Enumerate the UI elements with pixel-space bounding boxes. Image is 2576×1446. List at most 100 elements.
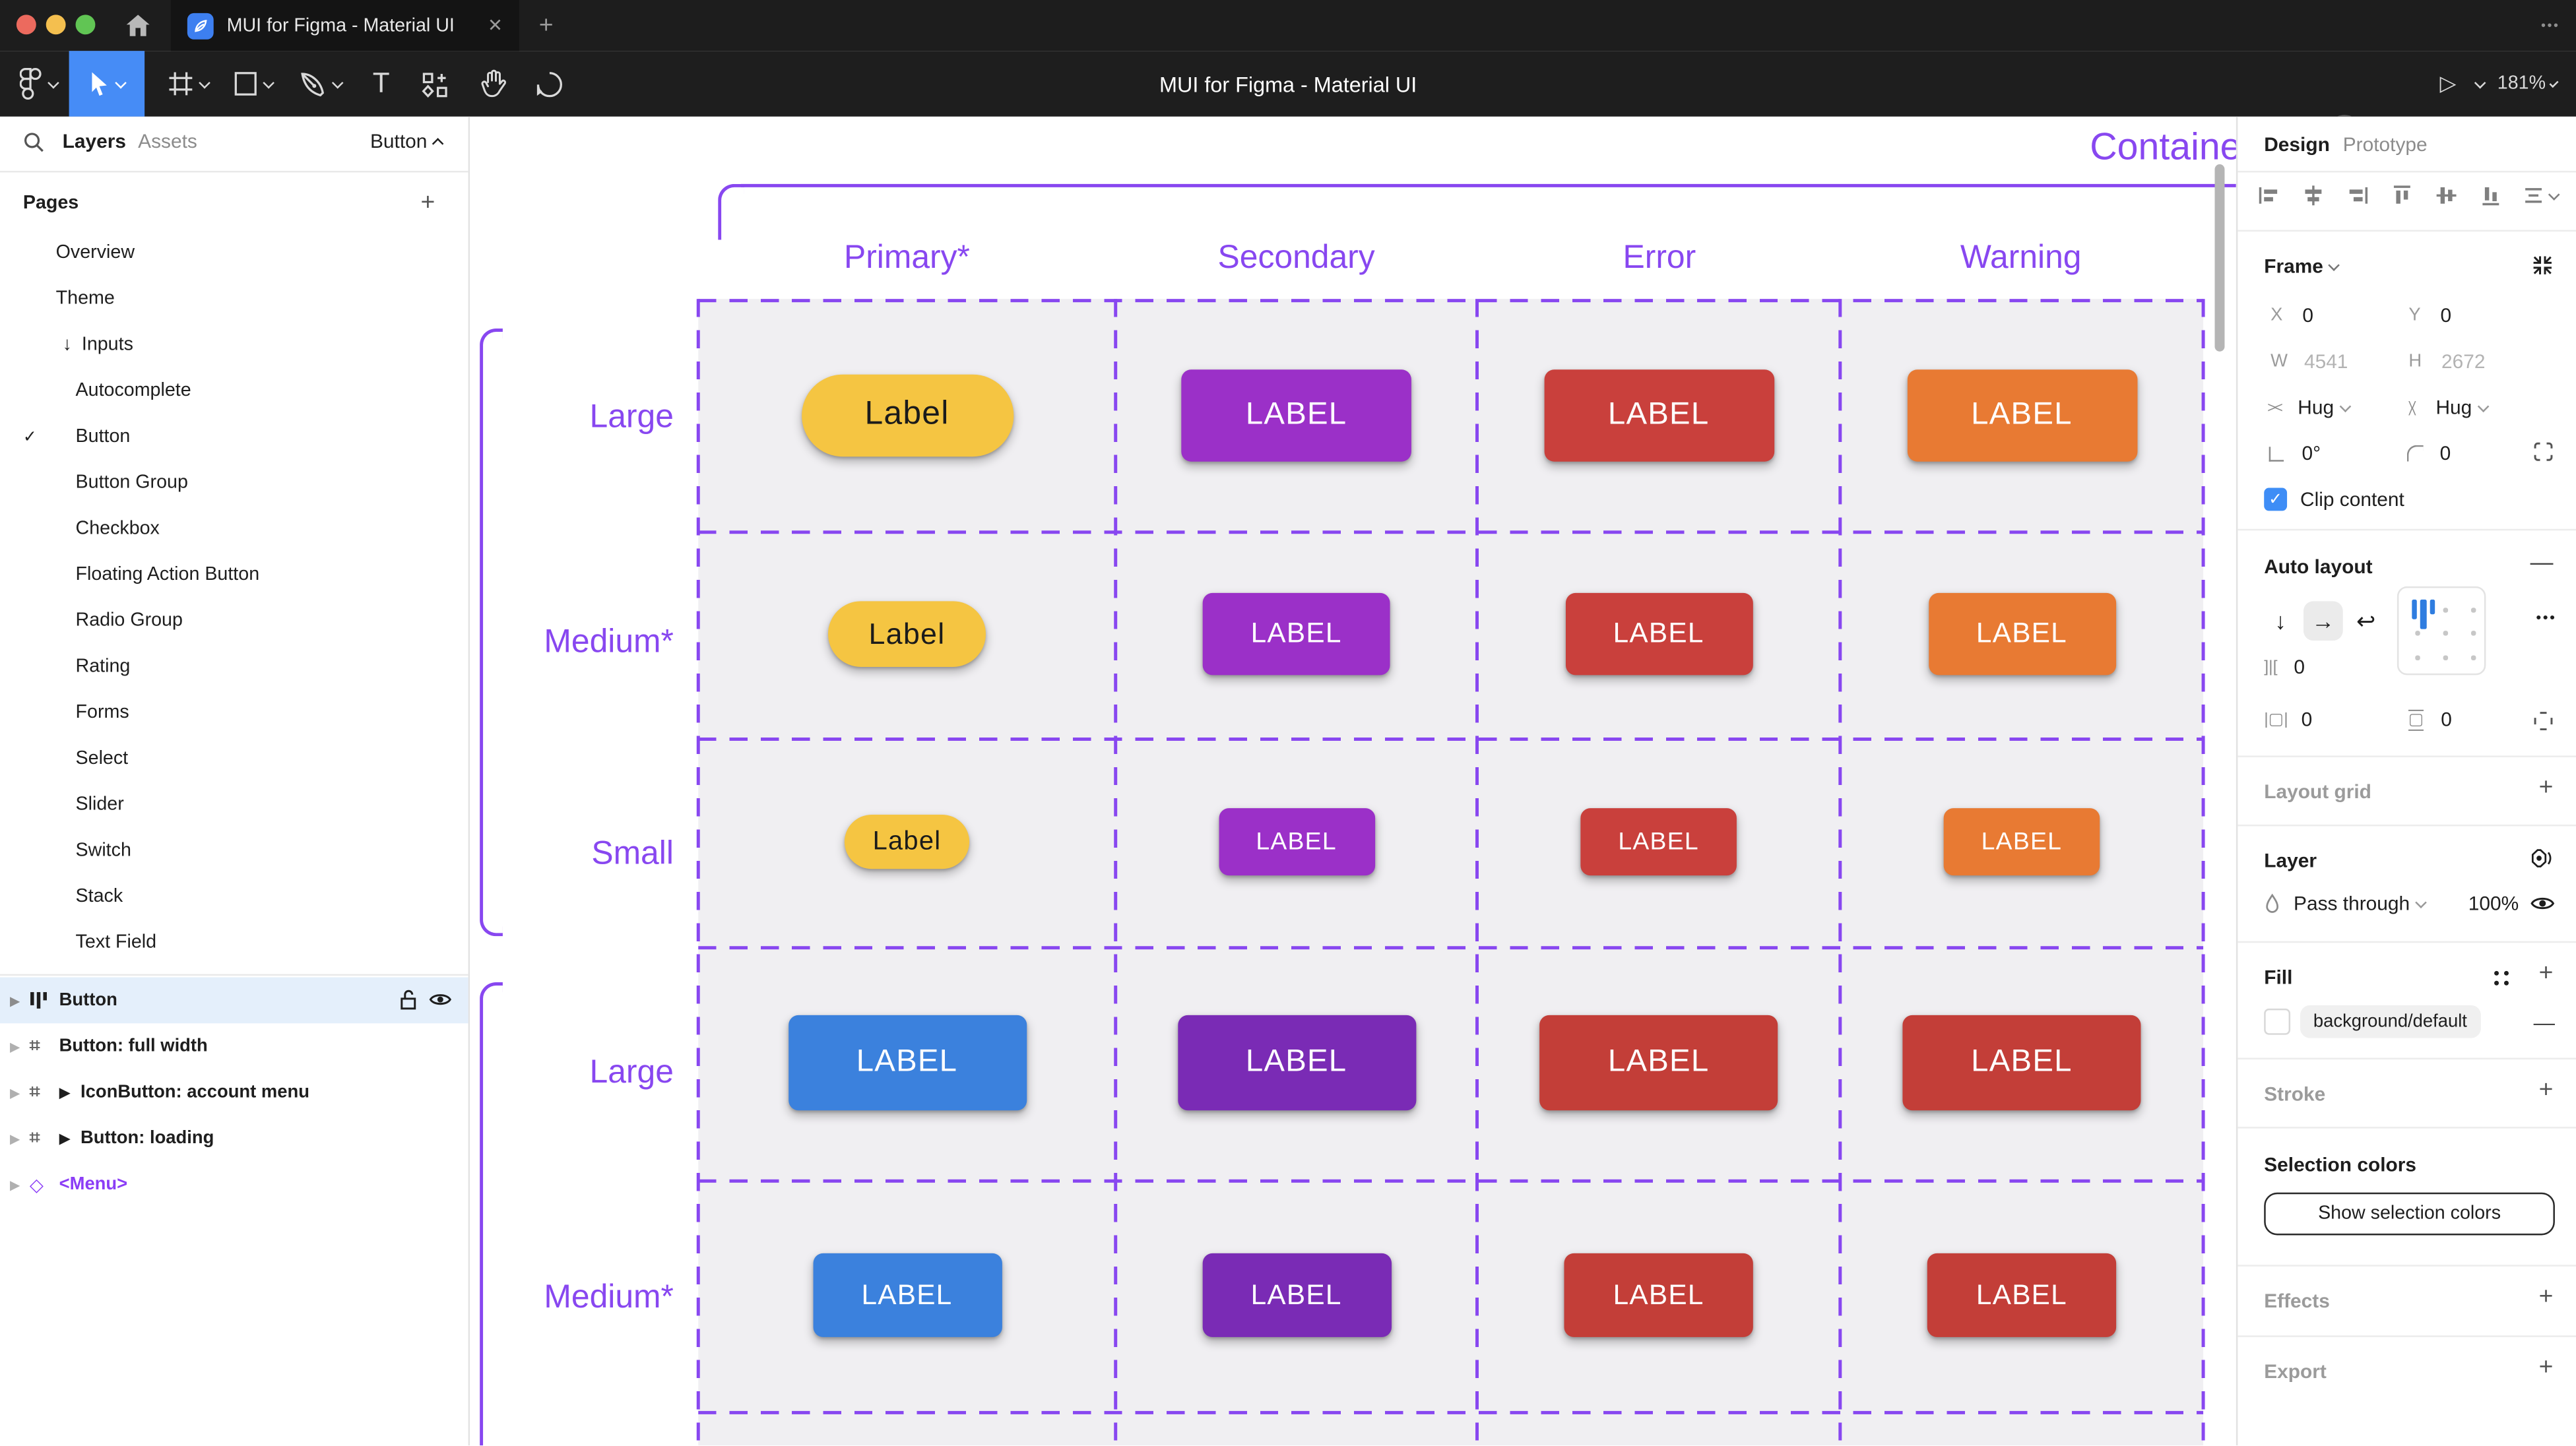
direction-vertical-button[interactable]: ↓ bbox=[2274, 608, 2286, 635]
traffic-light-minimize[interactable] bbox=[46, 15, 66, 35]
page-item-button[interactable]: ✓ Button bbox=[22, 427, 131, 447]
show-selection-colors-button[interactable]: Show selection colors bbox=[2264, 1192, 2555, 1236]
expand-chevron-icon[interactable]: ▶ bbox=[9, 1131, 20, 1146]
button-secondary-small[interactable]: LABEL bbox=[1218, 808, 1374, 876]
button-error-medium[interactable]: LABEL bbox=[1564, 592, 1753, 676]
page-item-button-group[interactable]: Button Group bbox=[75, 473, 188, 493]
button-error-small[interactable]: LABEL bbox=[1580, 808, 1737, 876]
button-primary-large-2[interactable]: LABEL bbox=[787, 1015, 1027, 1111]
button-warning-large-2[interactable]: LABEL bbox=[1902, 1015, 2141, 1111]
canvas[interactable]: Contained Primary* Secondary Error Warni… bbox=[470, 116, 2236, 1446]
page-item-text-field[interactable]: Text Field bbox=[75, 933, 157, 953]
button-warning-small[interactable]: LABEL bbox=[1943, 808, 2100, 876]
shape-tool-button[interactable] bbox=[227, 51, 280, 117]
fill-color-swatch[interactable] bbox=[2264, 1008, 2291, 1035]
align-bottom-icon[interactable] bbox=[2479, 184, 2502, 207]
page-item-overview[interactable]: Overview bbox=[55, 243, 135, 263]
tab-layers[interactable]: Layers bbox=[62, 129, 126, 153]
clip-content-checkbox[interactable]: ✓ bbox=[2264, 487, 2288, 511]
page-selector-dropdown[interactable]: Button bbox=[370, 130, 444, 153]
page-item-theme[interactable]: Theme bbox=[55, 289, 115, 309]
layer-row-button-loading[interactable]: ▶ ⌗ ▶ Button: loading bbox=[9, 1127, 214, 1148]
layer-row-iconbutton-account-menu[interactable]: ▶ ⌗ ▶ IconButton: account menu bbox=[9, 1081, 309, 1102]
align-right-icon[interactable] bbox=[2346, 184, 2369, 207]
frame-title[interactable]: Contained bbox=[2090, 125, 2236, 168]
button-warning-large[interactable]: LABEL bbox=[1906, 369, 2137, 461]
fill-row[interactable]: background/default — bbox=[2264, 1005, 2555, 1038]
auto-layout-more-icon[interactable]: ••• bbox=[2536, 609, 2557, 626]
gap-field[interactable]: ]|[ 0 bbox=[2264, 655, 2305, 679]
page-item-inputs[interactable]: ↓Inputs bbox=[62, 334, 133, 355]
hand-tool-button[interactable] bbox=[470, 51, 516, 117]
window-more-icon[interactable]: ••• bbox=[2541, 18, 2560, 33]
page-item-fab[interactable]: Floating Action Button bbox=[75, 565, 260, 585]
blend-mode-icon[interactable] bbox=[2528, 848, 2553, 869]
tab-design[interactable]: Design bbox=[2264, 133, 2330, 156]
opacity-value[interactable]: 100% bbox=[2468, 892, 2519, 915]
expand-chevron-icon[interactable]: ▶ bbox=[9, 1177, 20, 1192]
tab-prototype[interactable]: Prototype bbox=[2342, 133, 2428, 156]
align-top-icon[interactable] bbox=[2391, 184, 2414, 207]
button-error-large[interactable]: LABEL bbox=[1543, 369, 1774, 461]
button-primary-medium[interactable]: Label bbox=[827, 601, 986, 667]
frame-section-header[interactable]: Frame bbox=[2264, 255, 2340, 278]
button-warning-medium-2[interactable]: LABEL bbox=[1927, 1253, 2117, 1337]
vertical-padding-field[interactable]: |▢| 0 bbox=[2406, 707, 2452, 732]
fill-token-chip[interactable]: background/default bbox=[2300, 1005, 2480, 1038]
page-item-autocomplete[interactable]: Autocomplete bbox=[75, 381, 191, 401]
add-effect-button[interactable]: + bbox=[2538, 1282, 2554, 1311]
tab-close-icon[interactable]: ✕ bbox=[487, 16, 503, 36]
comment-tool-button[interactable] bbox=[526, 51, 572, 117]
unlock-icon[interactable] bbox=[399, 989, 417, 1010]
button-secondary-large-2[interactable]: LABEL bbox=[1177, 1015, 1416, 1111]
add-stroke-button[interactable]: + bbox=[2538, 1075, 2554, 1104]
tab-assets[interactable]: Assets bbox=[138, 129, 197, 153]
page-item-select[interactable]: Select bbox=[75, 749, 129, 769]
add-page-button[interactable]: + bbox=[420, 189, 435, 217]
add-fill-button[interactable]: + bbox=[2538, 959, 2554, 988]
add-export-button[interactable]: + bbox=[2538, 1353, 2554, 1382]
expand-chevron-icon[interactable]: ▶ bbox=[9, 1084, 20, 1100]
auto-layout-alignment-widget[interactable] bbox=[2397, 586, 2486, 676]
page-item-switch[interactable]: Switch bbox=[75, 840, 131, 861]
add-layout-grid-button[interactable]: + bbox=[2538, 773, 2554, 802]
layer-row-button[interactable]: ▶ Button bbox=[0, 977, 468, 1024]
align-h-center-icon[interactable] bbox=[2302, 184, 2325, 207]
resources-tool-button[interactable] bbox=[411, 51, 457, 117]
remove-fill-button[interactable]: — bbox=[2533, 1009, 2555, 1034]
shrink-to-fit-icon[interactable] bbox=[2532, 255, 2553, 276]
remove-auto-layout-button[interactable]: — bbox=[2530, 548, 2554, 575]
visibility-eye-icon[interactable] bbox=[429, 990, 452, 1008]
traffic-light-zoom[interactable] bbox=[75, 15, 96, 35]
page-item-radio-group[interactable]: Radio Group bbox=[75, 611, 183, 631]
corner-radius-field[interactable]: 0 bbox=[2406, 442, 2451, 465]
search-icon[interactable] bbox=[23, 131, 44, 152]
independent-corners-icon[interactable] bbox=[2534, 442, 2554, 462]
vertical-sizing-dropdown[interactable]: >< Hug bbox=[2404, 396, 2489, 419]
page-item-slider[interactable]: Slider bbox=[75, 795, 124, 815]
document-tab[interactable]: MUI for Figma - Material UI ✕ bbox=[170, 0, 519, 51]
zoom-level-dropdown[interactable]: 181% bbox=[2497, 51, 2559, 117]
button-primary-large[interactable]: Label bbox=[800, 373, 1014, 456]
button-primary-medium-2[interactable]: LABEL bbox=[812, 1253, 1002, 1337]
home-icon[interactable] bbox=[125, 13, 151, 38]
expand-chevron-icon[interactable]: ▶ bbox=[9, 1038, 20, 1054]
traffic-light-close[interactable] bbox=[16, 15, 36, 35]
button-secondary-large[interactable]: LABEL bbox=[1181, 369, 1411, 461]
page-item-checkbox[interactable]: Checkbox bbox=[75, 519, 160, 539]
new-tab-button[interactable]: + bbox=[538, 11, 554, 40]
move-tool-button[interactable] bbox=[69, 51, 145, 117]
blend-mode-dropdown[interactable]: Pass through bbox=[2294, 892, 2410, 915]
button-error-large-2[interactable]: LABEL bbox=[1539, 1015, 1778, 1111]
button-error-medium-2[interactable]: LABEL bbox=[1564, 1253, 1753, 1337]
direction-wrap-button[interactable]: ↩ bbox=[2356, 607, 2376, 633]
horizontal-padding-field[interactable]: |▢| 0 bbox=[2264, 708, 2313, 732]
canvas-scrollbar[interactable] bbox=[2214, 164, 2225, 352]
align-left-icon[interactable] bbox=[2257, 184, 2280, 207]
pen-tool-button[interactable] bbox=[292, 51, 348, 117]
rotation-field[interactable]: 0° bbox=[2269, 442, 2321, 465]
button-warning-medium[interactable]: LABEL bbox=[1928, 592, 2115, 676]
